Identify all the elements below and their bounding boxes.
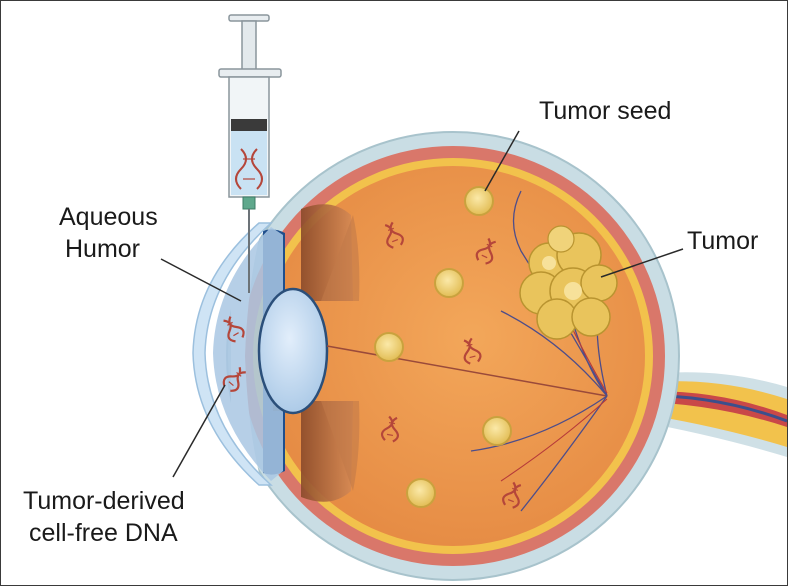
syringe-icon [218,14,282,293]
label-cfdna-line1: Tumor-derived [23,487,185,515]
dna-icon [463,337,482,365]
tumor-seeds [374,186,512,508]
dna-icon [475,237,496,265]
dna-icon [502,481,522,509]
callout-line-tumor-seed [484,130,520,192]
tumor-seed-icon [482,416,512,446]
dna-icon [222,366,246,392]
callout-line-aqueous [160,258,242,302]
tumor-seed-icon [434,268,464,298]
callout-line-tumor [600,248,684,278]
dna-icon [384,221,404,249]
visual-axis [326,345,608,397]
cornea [192,222,273,486]
tumor-mass-icon [519,225,618,340]
aqueous-chamber [213,227,283,481]
tumor-seed-icon [464,186,494,216]
tumor-seed-icon [374,332,404,362]
label-aqueous-line2: Humor [65,235,140,263]
label-tumor-seed: Tumor seed [539,97,671,125]
dna-fragments [222,221,522,509]
callout-line-cfdna [172,384,226,478]
lens [257,287,329,415]
tumor-seed-icon [406,478,436,508]
label-aqueous-line1: Aqueous [59,203,158,231]
dna-icon [223,316,245,343]
dna-icon [380,415,399,443]
label-cfdna-line2: cell-free DNA [29,519,178,547]
label-tumor: Tumor [687,227,758,255]
ciliary-body [301,204,360,502]
